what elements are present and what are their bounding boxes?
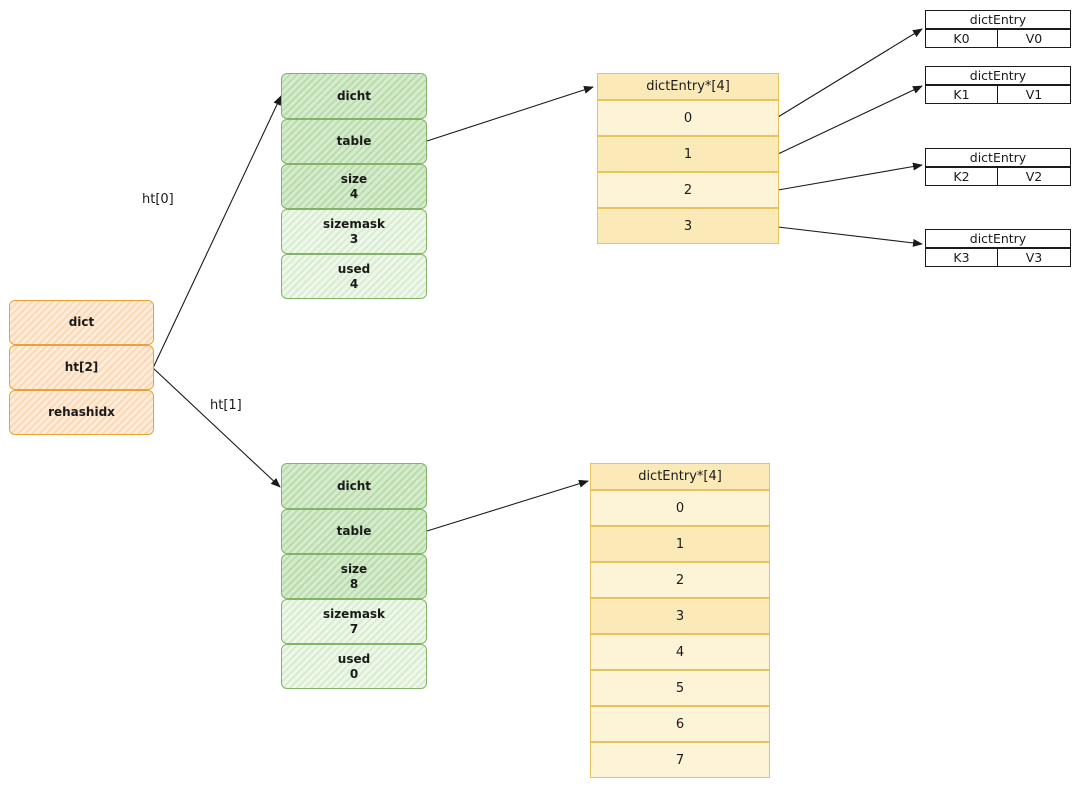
table0-slot: 0 xyxy=(597,100,779,136)
arrow-table0-to-array xyxy=(426,85,594,142)
edge-label-ht0: ht[0] xyxy=(142,192,174,207)
dict-entry-3-title: dictEntry xyxy=(925,229,1071,248)
table1-slot: 0 xyxy=(590,490,770,526)
arrow-slot1-to-entry1 xyxy=(777,85,923,155)
edge-label-ht1: ht[1] xyxy=(210,398,242,413)
dict-entry-1-title: dictEntry xyxy=(925,66,1071,85)
dict-entry-1-key: K1 xyxy=(925,85,998,104)
dictht0-table-field: table xyxy=(281,119,427,164)
table1-slot: 7 xyxy=(590,742,770,778)
table1-slot: 6 xyxy=(590,706,770,742)
dictht1-title: dicht xyxy=(281,463,427,509)
table0-header: dictEntry*[4] xyxy=(597,73,779,100)
dict-entry-2-title: dictEntry xyxy=(925,148,1071,167)
table1-slot: 3 xyxy=(590,598,770,634)
table1-header: dictEntry*[4] xyxy=(590,463,770,490)
table1-slot: 4 xyxy=(590,634,770,670)
dict-entry-0-title: dictEntry xyxy=(925,10,1071,29)
dict-entry-3-key: K3 xyxy=(925,248,998,267)
dictht1-used-field: used 0 xyxy=(281,644,427,689)
arrow-dict-to-ht1 xyxy=(152,367,281,488)
dict-entry-1-value: V1 xyxy=(997,85,1071,104)
dict-entry-2-value: V2 xyxy=(997,167,1071,186)
dict-entry-2-key: K2 xyxy=(925,167,998,186)
table0-slot: 1 xyxy=(597,136,779,172)
dictht0-title: dicht xyxy=(281,73,427,119)
table1-slot: 2 xyxy=(590,562,770,598)
table0-slot: 3 xyxy=(597,208,779,244)
dict-entry-0-value: V0 xyxy=(997,29,1071,48)
dictht1-sizemask-field: sizemask 7 xyxy=(281,599,427,644)
dictht0-used-field: used 4 xyxy=(281,254,427,299)
table1-slot: 5 xyxy=(590,670,770,706)
table1-slot: 1 xyxy=(590,526,770,562)
dictht1-table-field: table xyxy=(281,509,427,554)
arrow-table1-to-array xyxy=(426,479,589,532)
dictht0-size-field: size 4 xyxy=(281,164,427,209)
arrow-dict-to-ht0 xyxy=(152,95,282,369)
arrow-slot3-to-entry3 xyxy=(777,226,923,247)
dict-ht-field: ht[2] xyxy=(9,345,154,390)
dictht1-size-field: size 8 xyxy=(281,554,427,599)
arrow-slot0-to-entry0 xyxy=(777,28,923,118)
arrow-slot2-to-entry2 xyxy=(777,162,923,191)
dict-rehashidx-field: rehashidx xyxy=(9,390,154,435)
dict-entry-0-key: K0 xyxy=(925,29,998,48)
dict-title: dict xyxy=(9,300,154,345)
dict-entry-3-value: V3 xyxy=(997,248,1071,267)
dictht0-sizemask-field: sizemask 3 xyxy=(281,209,427,254)
table0-slot: 2 xyxy=(597,172,779,208)
